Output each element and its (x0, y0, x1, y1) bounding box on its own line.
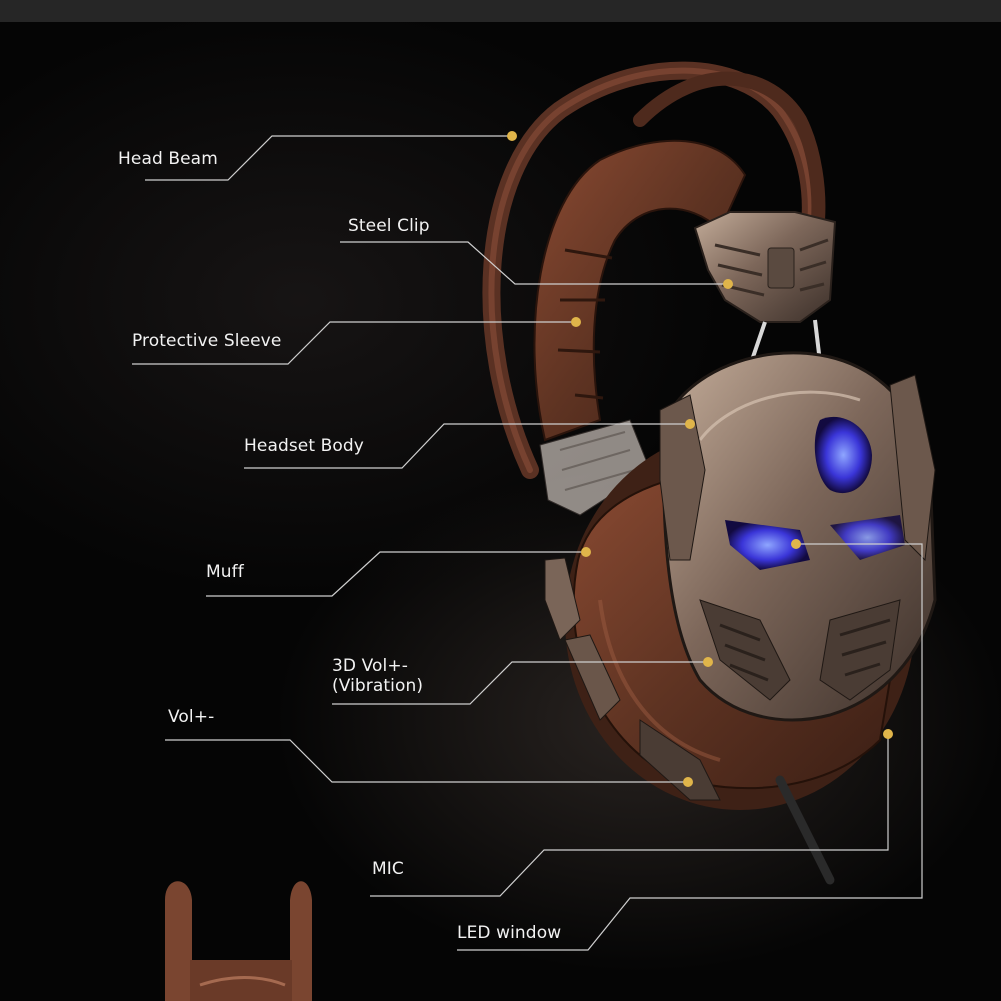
dot-led-window (791, 539, 801, 549)
leader-3d-vol (332, 661, 708, 705)
dot-mic (883, 729, 893, 739)
callout-headset-body: Headset Body (244, 436, 364, 456)
callout-vol: Vol+- (168, 707, 215, 727)
callout-muff: Muff (206, 562, 244, 582)
volume-controls-shape (544, 557, 721, 801)
leader-head-beam (145, 135, 512, 181)
dot-3d-vol (703, 657, 713, 667)
led-window-shape (725, 416, 905, 570)
head-beam-shape (482, 61, 826, 479)
leader-led-window (457, 543, 923, 951)
thumbnail-headset-shape (165, 881, 312, 1001)
leader-vol (165, 739, 688, 783)
dot-headset-body (685, 419, 695, 429)
leader-mic (370, 734, 889, 897)
steel-clip-shape (693, 211, 837, 363)
dot-muff (581, 547, 591, 557)
dot-steel-clip (723, 279, 733, 289)
leader-headset-body (244, 423, 690, 469)
leader-lines (132, 135, 923, 951)
leader-muff (206, 551, 586, 597)
callout-mic: MIC (372, 859, 404, 879)
leader-steel-clip (340, 241, 728, 285)
callout-dots (507, 131, 893, 787)
callout-led-window: LED window (457, 923, 562, 943)
callout-3d-vol: 3D Vol+- (Vibration) (332, 656, 424, 696)
dot-protective-sleeve (571, 317, 581, 327)
callout-steel-clip: Steel Clip (348, 216, 430, 236)
callout-head-beam: Head Beam (118, 149, 218, 169)
protective-sleeve-shape (533, 139, 747, 442)
cable-shape (775, 775, 835, 885)
dot-head-beam (507, 131, 517, 141)
leader-protective-sleeve (132, 321, 576, 365)
callout-protective-sleeve: Protective Sleeve (132, 331, 282, 351)
dot-vol (683, 777, 693, 787)
